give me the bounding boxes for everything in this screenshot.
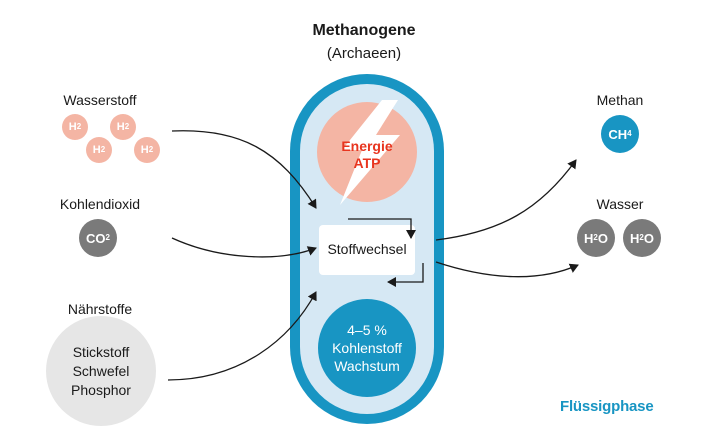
brand-label: Flüssigphase [560, 398, 654, 415]
arrow-methane [435, 159, 577, 241]
diagram-title: Methanogene [312, 22, 416, 39]
arrow-co2 [171, 237, 317, 258]
arrow-hydrogen [171, 130, 317, 209]
diagram-subtitle: (Archaeen) [326, 45, 402, 62]
lightning-icon [340, 100, 400, 205]
co2-label: Kohlendioxid [59, 196, 141, 212]
methane-label: Methan [596, 92, 644, 108]
arrow-water [435, 261, 579, 278]
nutrient-item: Stickstoff [72, 343, 130, 360]
nutrient-item: Phosphor [71, 381, 131, 398]
metabolism-box [319, 225, 415, 275]
arrow-nutrients [167, 291, 317, 381]
metabolism-label: Stoffwechsel [327, 241, 407, 257]
growth-label: Wachstum [334, 358, 400, 374]
growth-carbon: Kohlenstoff [332, 340, 402, 356]
growth-circle [318, 299, 416, 397]
nutrients-label: Nährstoffe [67, 301, 133, 317]
nutrients-circle: Stickstoff Schwefel Phosphor [46, 316, 156, 426]
nutrient-item: Schwefel [72, 362, 130, 379]
atp-label: ATP [353, 155, 381, 171]
growth-text: 4–5 % Kohlenstoff Wachstum [318, 321, 416, 375]
growth-percent: 4–5 % [347, 322, 387, 338]
metabolism-cycle-top [348, 218, 416, 239]
metabolism-cycle-bottom [387, 263, 424, 287]
energy-text: Energie ATP [317, 138, 417, 172]
hydrogen-label: Wasserstoff [63, 92, 137, 108]
water-label: Wasser [596, 196, 644, 212]
energy-label: Energie [341, 138, 393, 154]
